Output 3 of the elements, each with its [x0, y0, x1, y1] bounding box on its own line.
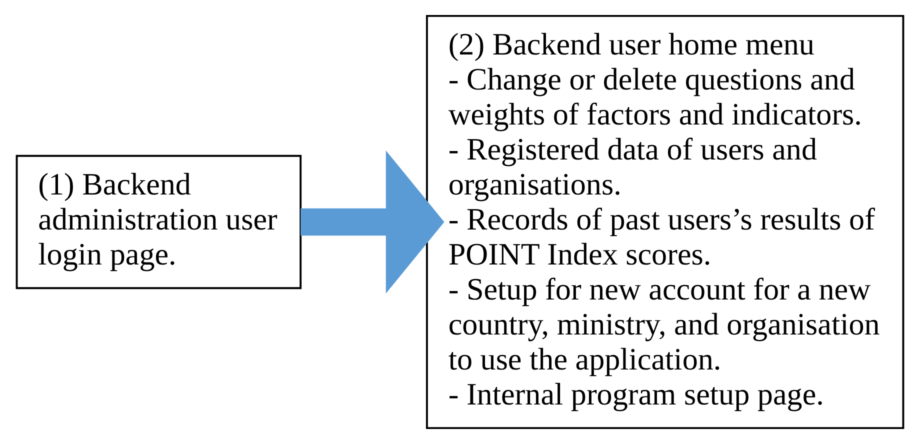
node-box: (1) Backend administration user login page.: [15, 154, 302, 290]
node-box: (2) Backend user home menu - Change or delete questions and weights of factors and indicators. - Registered data of users and organisations. - Records of past users’s results of POINT Index scores. - Setup for new account for a new country, ministry, and organisation to use the application. - Internal program setup page.: [425, 14, 904, 430]
arrow: [300, 150, 444, 294]
